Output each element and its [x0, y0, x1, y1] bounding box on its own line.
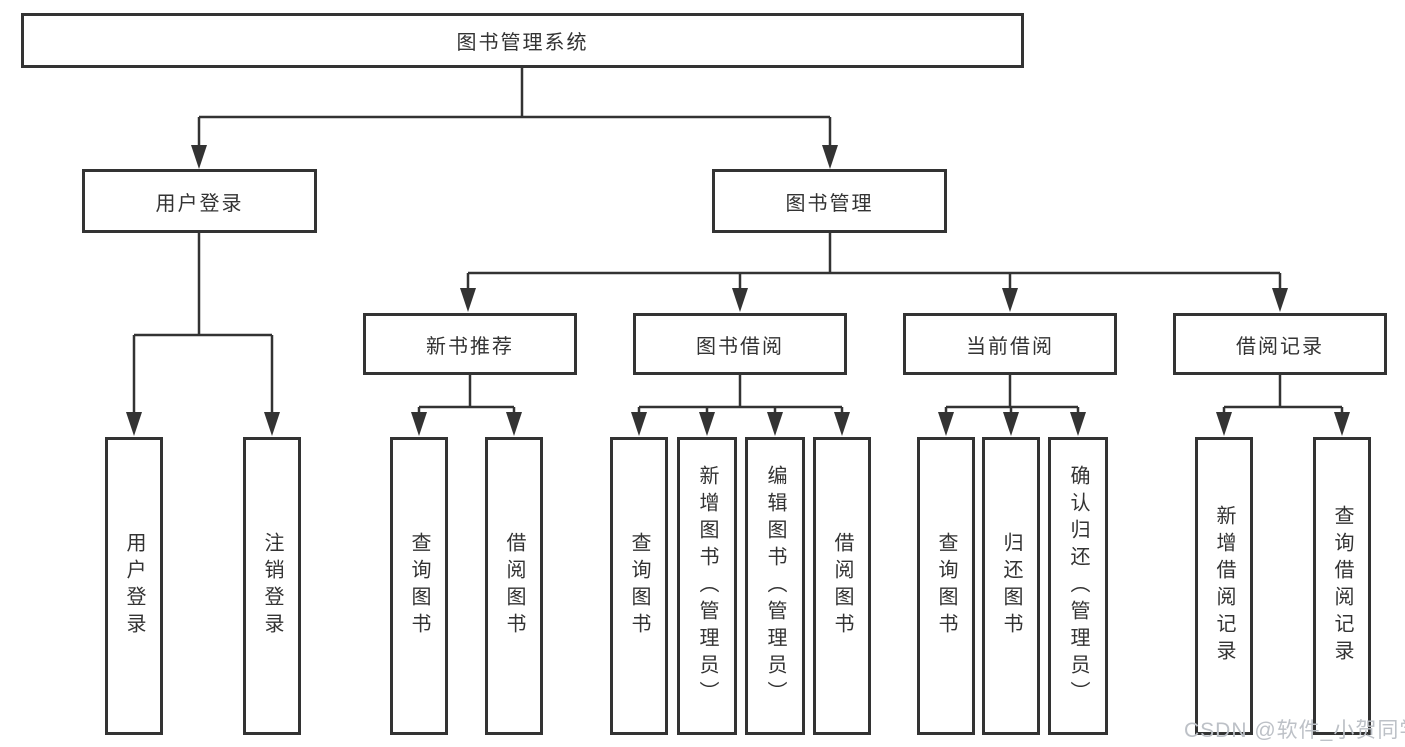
arrowhead	[732, 288, 748, 312]
node-book-borrowing: 图书借阅	[633, 313, 847, 375]
node-new-book-recommendation: 新书推荐	[363, 313, 577, 375]
leaf-current-confirm-return-admin: 确认归还（管理员）	[1048, 437, 1108, 735]
arrowhead	[1216, 412, 1232, 436]
leaf-logout-login: 注销登录	[243, 437, 301, 735]
arrowhead	[506, 412, 522, 436]
node-label: 借阅图书	[831, 532, 853, 640]
leaf-records-add-borrow-record: 新增借阅记录	[1195, 437, 1253, 735]
leaf-borrowing-add-book-admin: 新增图书（管理员）	[677, 437, 737, 735]
node-label: 新增借阅记录	[1213, 505, 1235, 667]
node-label: 图书管理	[785, 192, 874, 215]
arrowhead	[460, 288, 476, 312]
node-user-login: 用户登录	[82, 169, 317, 233]
node-library-system: 图书管理系统	[21, 13, 1024, 68]
node-book-management: 图书管理	[712, 169, 947, 233]
node-label: 借阅图书	[503, 532, 525, 640]
node-current-borrowing: 当前借阅	[903, 313, 1117, 375]
arrowhead	[834, 412, 850, 436]
node-label: 归还图书	[1000, 532, 1022, 640]
arrowhead	[699, 412, 715, 436]
node-label: 注销登录	[261, 532, 283, 640]
leaf-recommend-borrow-books: 借阅图书	[485, 437, 543, 735]
node-label: 新书推荐	[426, 335, 514, 358]
node-label: 用户登录	[123, 532, 145, 640]
node-label: 新增图书（管理员）	[696, 464, 718, 708]
leaf-user-login: 用户登录	[105, 437, 163, 735]
node-label: 当前借阅	[966, 335, 1054, 358]
node-label: 图书管理系统	[456, 32, 589, 54]
leaf-borrowing-borrow-books: 借阅图书	[813, 437, 871, 735]
node-label: 查询借阅记录	[1331, 505, 1353, 667]
node-label: 借阅记录	[1236, 335, 1324, 358]
arrowhead	[1070, 412, 1086, 436]
arrowhead	[1334, 412, 1350, 436]
node-label: 用户登录	[155, 192, 244, 215]
node-label: 查询图书	[628, 532, 650, 640]
leaf-current-return-books: 归还图书	[982, 437, 1040, 735]
leaf-records-query-borrow-record: 查询借阅记录	[1313, 437, 1371, 735]
arrowhead	[822, 145, 838, 169]
node-label: 编辑图书（管理员）	[764, 464, 786, 708]
arrowhead	[191, 145, 207, 169]
arrowhead	[1272, 288, 1288, 312]
leaf-current-query-books: 查询图书	[917, 437, 975, 735]
arrowhead	[767, 412, 783, 436]
arrowhead	[126, 412, 142, 436]
arrowhead	[264, 412, 280, 436]
node-label: 查询图书	[408, 532, 430, 640]
csdn-watermark: CSDN @软件_小贺同学	[1184, 719, 1405, 742]
node-label: 图书借阅	[696, 335, 784, 358]
arrowhead	[411, 412, 427, 436]
leaf-borrowing-edit-book-admin: 编辑图书（管理员）	[745, 437, 805, 735]
node-label: 确认归还（管理员）	[1067, 464, 1089, 708]
arrowhead	[1003, 412, 1019, 436]
node-label: 查询图书	[935, 532, 957, 640]
arrowhead	[631, 412, 647, 436]
arrowhead	[938, 412, 954, 436]
arrowhead	[1002, 288, 1018, 312]
leaf-borrowing-query-books: 查询图书	[610, 437, 668, 735]
node-borrowing-records: 借阅记录	[1173, 313, 1387, 375]
leaf-recommend-query-books: 查询图书	[390, 437, 448, 735]
